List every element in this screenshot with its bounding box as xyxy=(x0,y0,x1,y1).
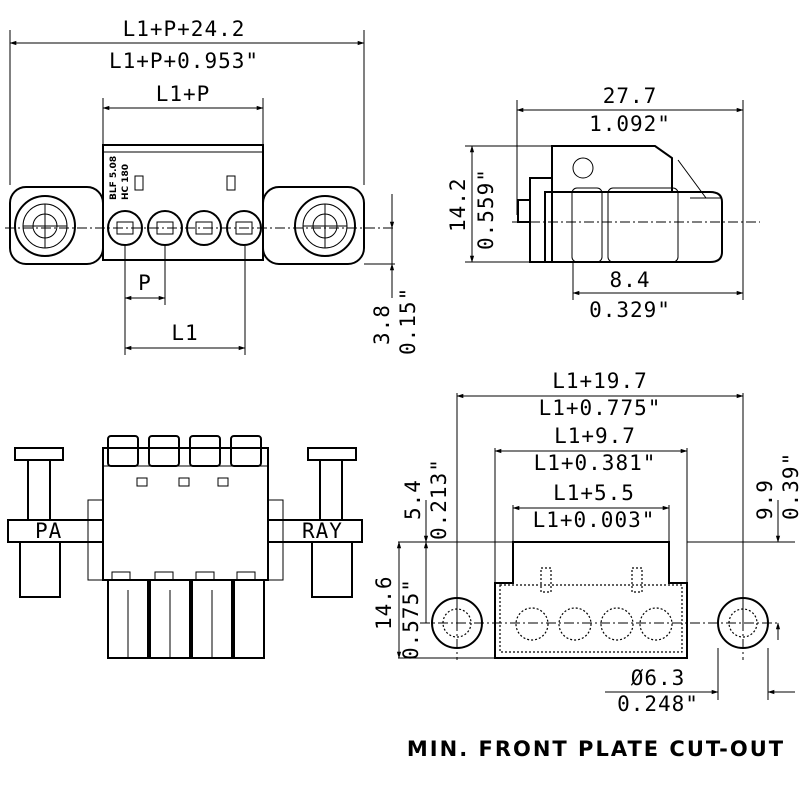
cutout-right-mm: 9.9 xyxy=(753,479,777,520)
cutout-window-in: L1+0.381" xyxy=(534,451,657,475)
pins-dim: L1 xyxy=(171,321,198,345)
depth-dim-in: 1.092" xyxy=(589,112,671,136)
left-screw-icon xyxy=(14,195,76,257)
pin-dim-mm: 8.4 xyxy=(610,268,651,292)
cutout-overall-mm: L1+19.7 xyxy=(552,369,648,393)
cutout-terminals xyxy=(515,607,673,641)
body-dim: L1+P xyxy=(156,82,211,106)
hole-dim-mm: Ø6.3 xyxy=(631,666,686,690)
left-flange xyxy=(9,186,104,265)
cutout-right-in: 0.39" xyxy=(779,452,800,520)
side-label-1: BLF 5.08 xyxy=(109,156,119,200)
depth-dim-mm: 27.7 xyxy=(603,84,658,108)
cutout-top-in: 0.213" xyxy=(427,458,451,540)
front-body xyxy=(102,447,269,581)
pitch-dim: P xyxy=(138,271,152,295)
top-left-view: L1+P+24.2 L1+P+0.953" L1+P BLF 5.08 HC 1… xyxy=(5,17,420,355)
cutout-height-in: 0.575" xyxy=(399,578,423,660)
cutout-overall-in: L1+0.775" xyxy=(539,396,662,420)
pin-contacts xyxy=(107,579,265,659)
side-label-2: HC 180 xyxy=(121,164,131,200)
height-dim-in: 0.559" xyxy=(474,168,498,250)
cutout-outline xyxy=(494,541,688,659)
hole-dim-in: 0.248" xyxy=(617,692,699,716)
cutout-height-mm: 14.6 xyxy=(372,575,396,630)
cutout-inner-mm: L1+5.5 xyxy=(553,481,635,505)
offset-dim-mm: 3.8 xyxy=(370,304,394,345)
cutout-inner-in: L1+0.003" xyxy=(533,508,656,532)
cutout-top-mm: 5.4 xyxy=(401,479,425,520)
cutout-caption: MIN. FRONT PLATE CUT-OUT xyxy=(407,737,785,761)
right-screw-icon xyxy=(294,195,356,257)
cutout-window-mm: L1+9.7 xyxy=(554,424,636,448)
top-right-view: 27.7 1.092" 14.2 0.559" 8.4 0.329" xyxy=(446,84,760,322)
right-flange xyxy=(262,186,365,265)
connector-body xyxy=(102,144,264,261)
overall-dim-in: L1+P+0.953" xyxy=(109,49,259,73)
offset-dim-in: 0.15" xyxy=(396,287,420,355)
bottom-left-view: PA RAY xyxy=(7,435,363,659)
terminal-screws xyxy=(107,210,262,246)
overall-dim-mm: L1+P+24.2 xyxy=(123,17,246,41)
flange-right-text: RAY xyxy=(302,519,343,543)
cutout-view: L1+19.7 L1+0.775" L1+9.7 L1+0.381" L1+5.… xyxy=(372,369,800,761)
flange-left-text: PA xyxy=(35,519,62,543)
pin-dim-in: 0.329" xyxy=(589,298,671,322)
side-housing xyxy=(517,145,723,263)
height-dim-mm: 14.2 xyxy=(446,177,470,232)
